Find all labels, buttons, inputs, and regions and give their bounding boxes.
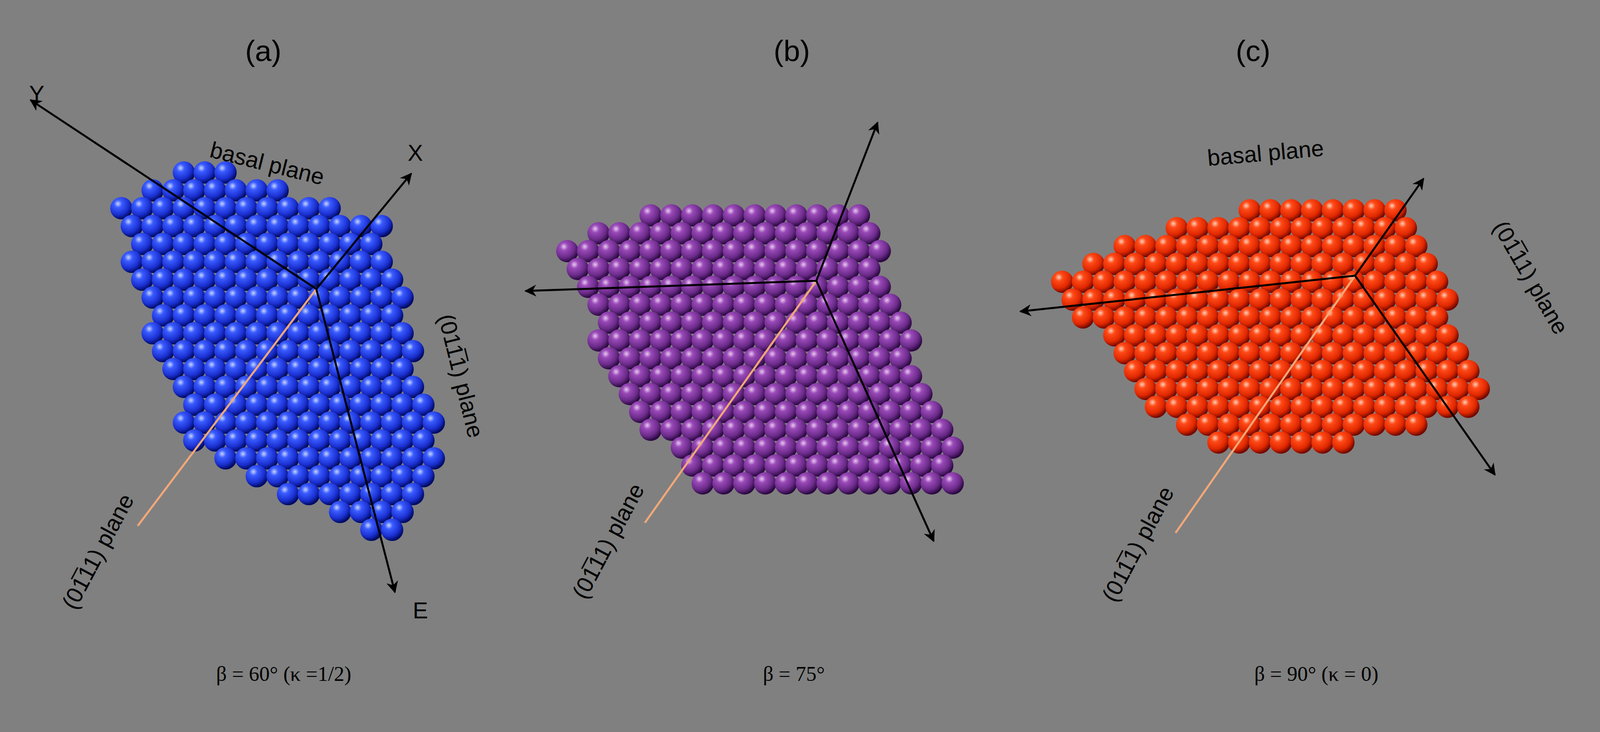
angle-caption: β = 75° bbox=[762, 662, 825, 685]
axis-label: Y bbox=[29, 81, 45, 107]
axis-label: E bbox=[412, 597, 429, 623]
atom-sphere bbox=[276, 482, 300, 505]
atom-sphere bbox=[1290, 430, 1313, 454]
plane-normal-line bbox=[644, 280, 817, 523]
atom-sphere bbox=[837, 472, 860, 495]
atom-sphere bbox=[1269, 430, 1293, 454]
plane-label: (01̅11) plane bbox=[57, 489, 139, 614]
atom-sphere bbox=[691, 472, 714, 495]
atom-sphere bbox=[1144, 395, 1168, 418]
plane-label: (011̅1) plane bbox=[1097, 482, 1179, 606]
angle-caption: β = 90° (κ = 0) bbox=[1254, 662, 1379, 685]
atom-sphere bbox=[1311, 430, 1334, 454]
atom-sphere bbox=[1457, 395, 1480, 418]
atom-sphere bbox=[1207, 430, 1230, 454]
axis-arrow bbox=[30, 100, 317, 290]
axis-arrow bbox=[816, 122, 878, 281]
atom-sphere bbox=[774, 472, 798, 495]
plane-label: (01̅11) plane bbox=[1487, 216, 1573, 339]
atom-sphere bbox=[816, 472, 839, 495]
atom-sphere bbox=[1248, 430, 1272, 454]
axis-arrow bbox=[1020, 275, 1355, 311]
atom-sphere bbox=[733, 472, 756, 495]
atom-sphere bbox=[920, 472, 943, 495]
plane-label: (01̅11) plane bbox=[567, 479, 649, 603]
atom-sphere bbox=[639, 418, 662, 441]
plane-label: basal plane bbox=[1206, 135, 1325, 171]
atom-sphere bbox=[1175, 413, 1199, 436]
atom-sphere bbox=[214, 446, 237, 470]
atom-sphere bbox=[328, 500, 352, 523]
axis-label: X bbox=[407, 140, 424, 166]
atom-sphere bbox=[753, 472, 777, 495]
atom-sphere bbox=[1405, 413, 1428, 436]
atom-sphere bbox=[858, 472, 881, 495]
atom-sphere bbox=[878, 472, 902, 495]
panel-letter: (a) bbox=[245, 34, 282, 68]
atom-sphere bbox=[712, 472, 735, 495]
atom-sphere bbox=[1332, 430, 1355, 454]
atom-sphere bbox=[1363, 413, 1386, 436]
atom-sphere bbox=[297, 482, 320, 505]
axis-arrow bbox=[316, 173, 412, 289]
atom-sphere bbox=[380, 518, 404, 541]
atom-sphere bbox=[941, 472, 964, 495]
panel-letter: (b) bbox=[773, 34, 810, 68]
atom-sphere bbox=[1071, 306, 1095, 329]
plane-normal-line bbox=[137, 288, 317, 526]
angle-caption: β = 60° (κ =1/2) bbox=[216, 662, 352, 685]
axis-arrow bbox=[816, 280, 934, 542]
axis-arrow bbox=[525, 280, 817, 292]
axis-arrow bbox=[316, 288, 395, 592]
atom-sphere bbox=[1384, 413, 1407, 436]
atom-sphere bbox=[795, 472, 818, 495]
axis-arrow bbox=[1354, 275, 1495, 475]
atom-sphere bbox=[245, 464, 268, 488]
panel-letter: (c) bbox=[1235, 34, 1271, 68]
plane-normal-line bbox=[1175, 275, 1355, 533]
axis-arrow bbox=[1354, 178, 1424, 276]
